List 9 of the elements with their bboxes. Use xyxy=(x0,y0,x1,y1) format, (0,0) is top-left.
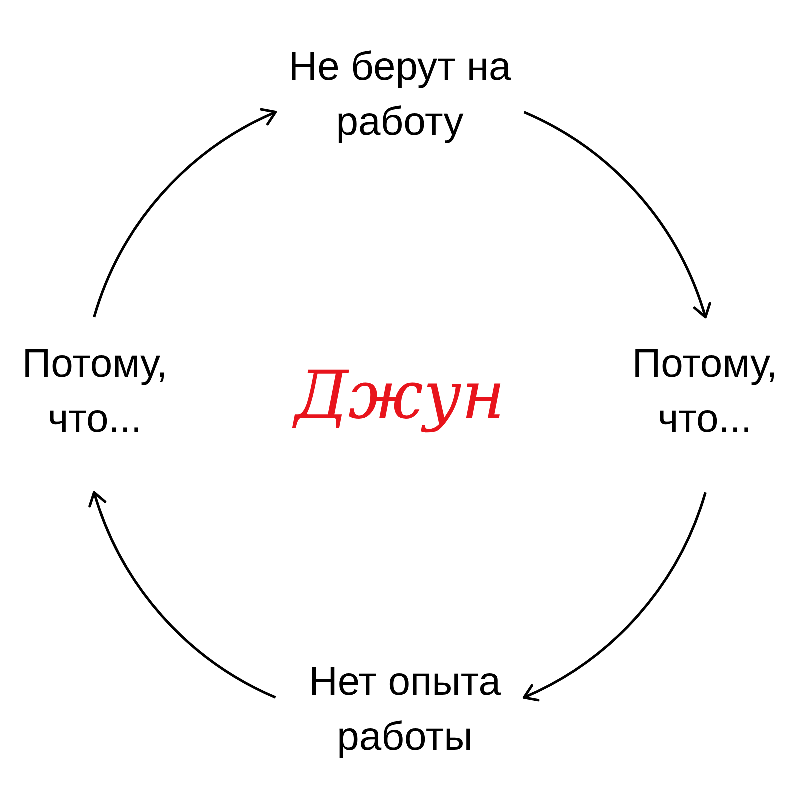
curved-arrow xyxy=(522,492,707,701)
center-title: Джун xyxy=(294,356,506,434)
node-label: Потому, что... xyxy=(631,341,779,443)
curved-arrow xyxy=(93,109,278,318)
node-label: Потому, что... xyxy=(21,341,169,443)
curved-arrow xyxy=(524,111,710,319)
curved-arrow xyxy=(90,491,276,699)
node-label: Нет опыта работы xyxy=(308,659,502,761)
node-label: Не берут на работу xyxy=(288,44,512,146)
